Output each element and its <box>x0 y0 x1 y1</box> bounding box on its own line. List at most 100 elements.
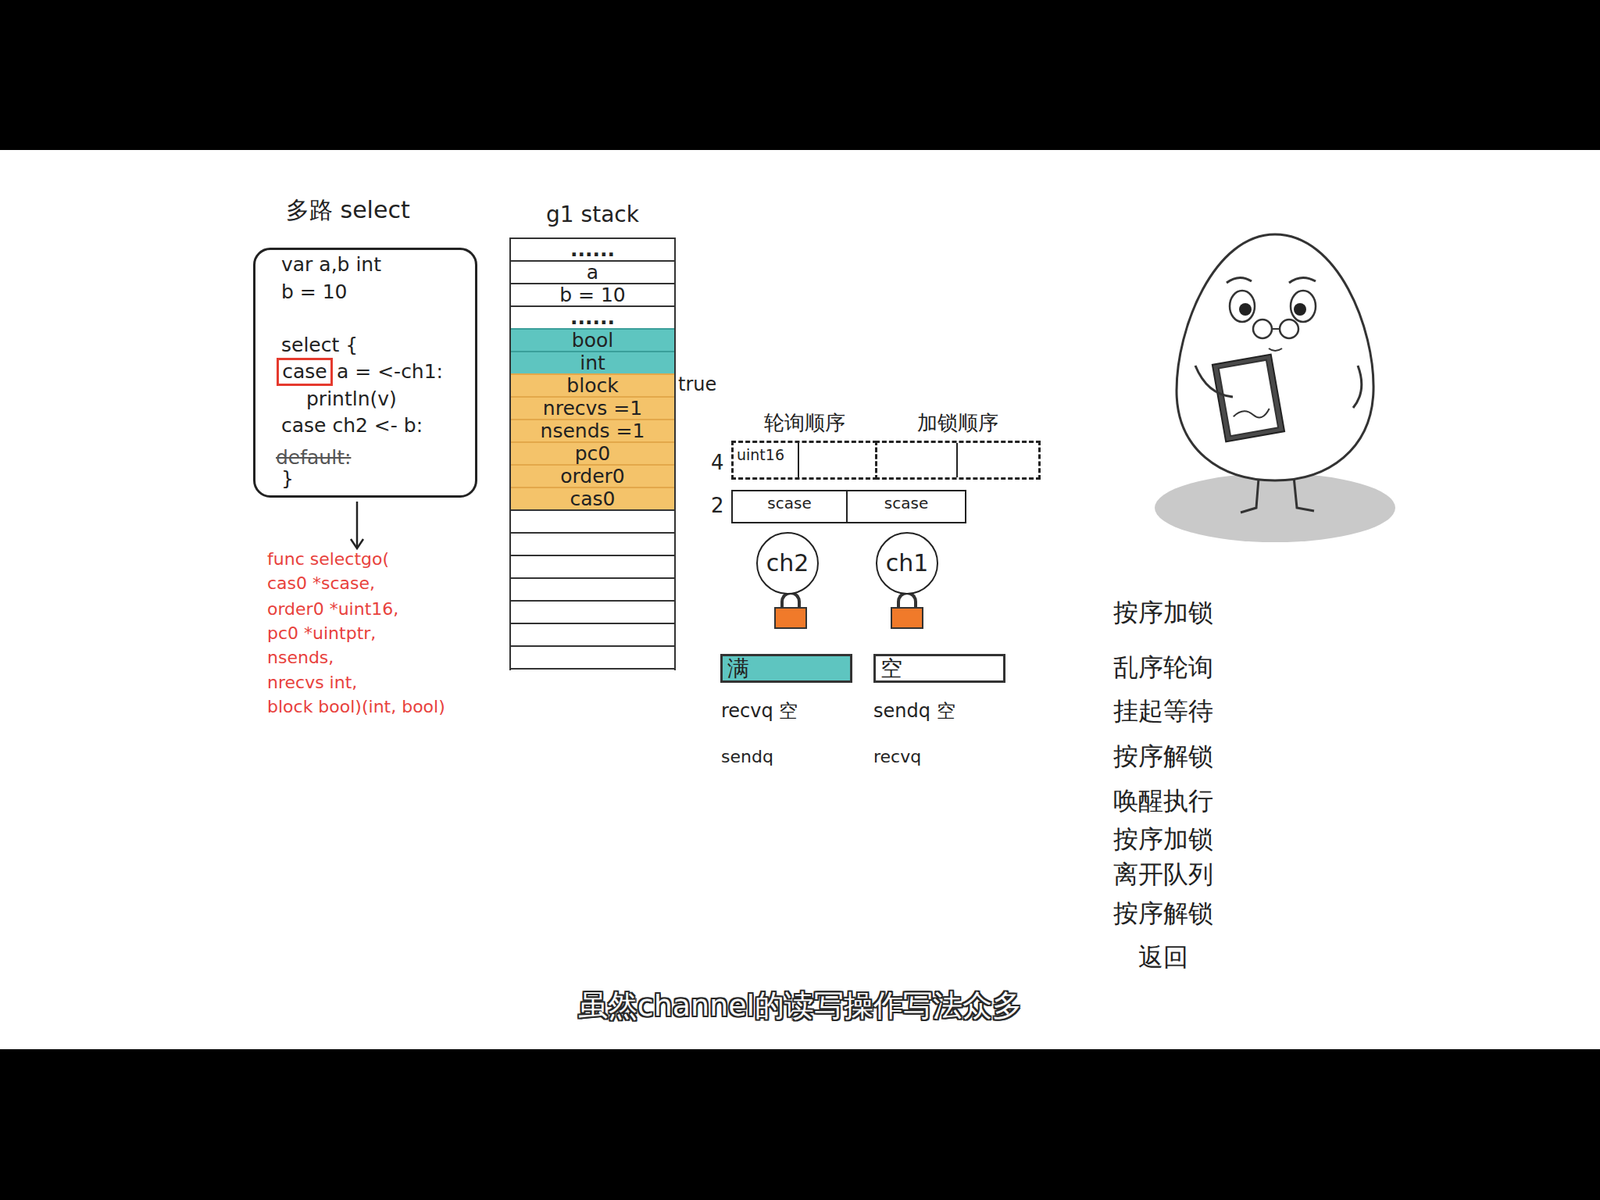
channel-circle-text: ch1 <box>885 548 929 579</box>
stack-slot-text: a <box>586 260 599 285</box>
function-signature: nsends, <box>267 646 334 669</box>
code-box-text: default: <box>275 445 351 471</box>
function-signature: block bool)(int, bool) <box>267 696 446 718</box>
queue-label: sendq <box>721 746 774 768</box>
stack-column: g1 stack......ab = 10......boolintblockn… <box>509 237 676 671</box>
eye <box>1229 290 1255 322</box>
stack-slot-text: cas0 <box>570 486 616 511</box>
size-number: 4 <box>710 450 725 476</box>
step-item: 按序加锁 <box>1077 596 1250 629</box>
stack-slot: nsends =1 <box>510 418 675 442</box>
step-item: 按序解锁 <box>1077 740 1250 772</box>
egg-body <box>1176 234 1374 481</box>
array-cell: uint16 <box>733 442 800 478</box>
function-signature: func selectgo( <box>267 548 390 571</box>
stack-slot: order0 <box>510 464 675 487</box>
subtitle: 虽然channel的读写操作写法众多 <box>331 987 1269 1025</box>
egg-character <box>1154 234 1396 543</box>
channel-buffer-text: 空 <box>880 656 903 681</box>
stack-slot-text: ...... <box>570 237 615 262</box>
scase-box: scase <box>731 489 848 524</box>
step-item: 乱序轮询 <box>1077 651 1250 683</box>
book-cover <box>1212 354 1285 443</box>
book-page <box>1218 360 1279 436</box>
code-box-text: var a,b int <box>281 252 382 278</box>
slide-title: 多路 select <box>285 195 411 225</box>
padlock-body <box>891 607 923 629</box>
channel-circle-text: ch2 <box>766 548 810 579</box>
stack-slot: b = 10 <box>510 282 675 306</box>
queue-label: recvq <box>873 746 922 768</box>
step-item: 返回 <box>1077 941 1250 973</box>
channel-circle: ch1 <box>875 532 939 595</box>
step-item: 唤醒执行 <box>1077 785 1250 817</box>
stack-slot-text: ...... <box>570 305 615 330</box>
stack-slot: block <box>510 373 675 397</box>
order-array-text: 轮询顺序 <box>764 410 846 436</box>
channel-buffer: 空 <box>873 653 1006 683</box>
pupil <box>1293 303 1307 316</box>
stack-slot-text: nrecvs =1 <box>542 396 643 421</box>
stack-slot: nrecvs =1 <box>510 396 675 419</box>
function-signature: pc0 *uintptr, <box>267 622 376 645</box>
stack-slot: pc0 <box>510 441 675 465</box>
channel-circle: ch2 <box>756 532 819 595</box>
function-signature: cas0 *scase, <box>267 572 375 595</box>
code-box-text: b = 10 <box>281 279 348 305</box>
code-box-text: } <box>281 466 294 492</box>
book-doodle <box>1232 407 1271 423</box>
code-box-text: select { <box>281 332 358 358</box>
stack-column-text: g1 stack <box>546 200 640 229</box>
glasses <box>1279 319 1299 339</box>
down-arrow <box>356 501 359 547</box>
code-box-text: case ch2 <- b: <box>281 413 423 439</box>
letterbox-bar <box>0 1049 1600 1200</box>
padlock <box>775 592 807 629</box>
stack-slot-text: block <box>566 373 618 398</box>
letterbox-bar <box>0 0 1600 150</box>
step-item: 按序加锁 <box>1077 823 1250 855</box>
channel-buffer-text: 满 <box>727 656 750 681</box>
order-array: 加锁顺序 <box>875 440 1041 480</box>
array-cell-text: uint16 <box>736 446 785 465</box>
stack-slot-text: b = 10 <box>559 282 626 308</box>
arm <box>1195 365 1233 397</box>
eyebrow <box>1226 277 1252 283</box>
stack-slot-text: nsends =1 <box>540 418 646 443</box>
highlight-box-text: case <box>282 359 327 384</box>
shadow <box>1154 473 1396 543</box>
queue-label: sendq 空 <box>873 699 956 723</box>
step-item: 按序解锁 <box>1077 897 1250 929</box>
scase-box: scase <box>846 489 967 524</box>
order-array-text: 加锁顺序 <box>917 410 999 436</box>
function-signature: order0 *uint16, <box>267 598 399 621</box>
code-box-text: println(v) <box>306 386 397 412</box>
order-array: 轮询顺序uint16 <box>731 440 878 480</box>
stack-slot: cas0 <box>510 486 675 510</box>
stack-slot: bool <box>510 328 675 351</box>
glasses <box>1253 319 1272 339</box>
highlight-box: case <box>276 357 333 386</box>
channel-buffer: 满 <box>720 653 853 683</box>
code-box-text: a = <-ch1: <box>336 359 443 385</box>
book <box>1212 354 1285 443</box>
stack-slot: a <box>510 260 675 283</box>
stack-slot: ...... <box>510 237 675 261</box>
stack-slot-text: int <box>579 350 606 375</box>
pupil <box>1239 303 1252 316</box>
mouth <box>1268 348 1283 351</box>
code-box: var a,b intb = 10 select {a = <-ch1:print… <box>253 247 478 498</box>
eye <box>1290 290 1316 322</box>
value-note: true <box>678 372 717 397</box>
scase-box-text: scase <box>767 493 811 514</box>
glasses-bridge <box>1271 328 1280 330</box>
arm <box>1353 365 1362 408</box>
stack-slot-text: bool <box>571 328 614 353</box>
function-signature: nrecvs int, <box>267 671 358 694</box>
padlock <box>891 592 923 629</box>
array-divider <box>956 442 958 478</box>
step-item: 离开队列 <box>1077 858 1250 890</box>
stack-slot-text: order0 <box>560 464 625 489</box>
scase-box-text: scase <box>884 493 929 514</box>
